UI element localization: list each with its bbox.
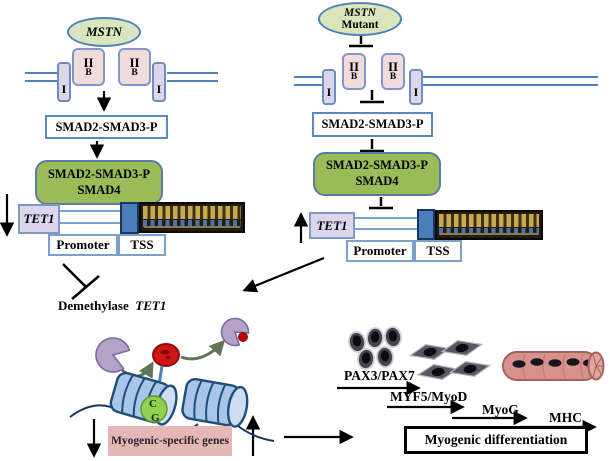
- tet1-gene-box: TET1: [309, 212, 355, 239]
- myotube-fiber-icon: [502, 351, 605, 381]
- receptor-subtype: B: [389, 72, 397, 83]
- receptor-subtype: B: [350, 72, 358, 83]
- myoblast-cells-icon: [408, 340, 492, 381]
- stage4-label: MHC: [549, 410, 582, 425]
- tss-block: [120, 202, 139, 234]
- smad-smad4-complex-box: SMAD2-SMAD3-P SMAD4: [35, 160, 163, 205]
- gel-band-row: [439, 214, 539, 227]
- tbar-smad-to-complex: [360, 139, 384, 153]
- receptor-subtype: B: [131, 67, 138, 78]
- methyl-group-icon: [152, 343, 180, 367]
- complex-line2: SMAD4: [77, 182, 121, 197]
- smad-complex-box: SMAD2-SMAD3-P: [312, 112, 433, 137]
- demethylase-enzyme-with-methyl-icon: [220, 317, 250, 347]
- receptor-subtype: B: [85, 67, 92, 78]
- gel-band-row: [143, 206, 241, 219]
- tss-block: [417, 209, 435, 240]
- type1-receptor-left: I: [322, 69, 336, 105]
- gel-baseline: [144, 226, 240, 228]
- type1-receptor-left: I: [57, 62, 71, 102]
- dna-gel-image: [139, 202, 245, 233]
- demethylase-title: Demethylase TET1: [58, 298, 166, 314]
- mstn-mutant-ligand: MSTN Mutant: [318, 2, 402, 36]
- promoter-label-box: Promoter: [48, 234, 118, 256]
- demethylase-gene: TET1: [135, 298, 167, 313]
- tss-label-box: TSS: [118, 234, 166, 256]
- stage3-label: MyoG: [482, 402, 519, 417]
- gel-band-row: [143, 220, 241, 227]
- tbar-receptor-to-smad: [360, 90, 384, 104]
- curved-arrow-methyl-to-enzyme: [180, 339, 226, 361]
- myogenic-differentiation-box: Myogenic differentiation: [404, 426, 588, 454]
- gel-baseline: [440, 233, 538, 235]
- tet1-gene-box: TET1: [18, 204, 60, 234]
- receptor-numeral: II: [129, 54, 140, 70]
- type2b-receptor-right: II B: [381, 53, 405, 90]
- demethylase-enzyme-icon: [95, 337, 131, 373]
- stage2-label: MYF5/MyoD: [390, 389, 468, 404]
- type2b-receptor-left: II B: [72, 48, 105, 86]
- methyl-mark: [165, 355, 171, 360]
- guanine-label: G: [151, 412, 160, 424]
- ligand-line2: Mutant: [341, 19, 379, 31]
- mstn-ligand: MSTN: [67, 17, 141, 47]
- receptor-numeral: II: [83, 54, 94, 70]
- demethylase-word: Demethylase: [58, 298, 129, 313]
- gel-band-row: [439, 228, 539, 235]
- promoter-dna-lines: [60, 210, 418, 230]
- receptor-numeral: II: [387, 59, 399, 75]
- receptor-numeral: II: [348, 59, 360, 75]
- myogenic-genes-box: Myogenic-specific genes: [108, 426, 232, 456]
- left-cell-membrane: [25, 72, 218, 82]
- complex-line2: SMAD4: [355, 174, 399, 188]
- tbar-complex-to-promoter: [369, 197, 393, 210]
- satellite-cells-icon: [348, 326, 402, 370]
- captured-methyl-icon: [238, 332, 248, 342]
- cell-stage-graphics: [348, 326, 605, 381]
- type1-receptor-right: I: [152, 62, 166, 102]
- complex-line1: SMAD2-SMAD3-P: [47, 166, 151, 181]
- demethylation-graphic: C G: [69, 317, 275, 442]
- complex-line1: SMAD2-SMAD3-P: [325, 158, 429, 173]
- type2b-receptor-left: II B: [342, 53, 366, 90]
- nucleosome-icon: [181, 377, 249, 428]
- stage1-label: PAX3/PAX7: [344, 368, 415, 383]
- tbar-left-panel-to-demethylase: [62, 263, 100, 300]
- cytosine-label: C: [149, 398, 157, 410]
- smad-complex-box: SMAD2-SMAD3-P: [45, 115, 168, 139]
- promoter-label-box: Promoter: [346, 240, 414, 262]
- type2b-receptor-right: II B: [118, 48, 151, 86]
- methyl-mark: [160, 349, 170, 355]
- ligand-line1: MSTN: [344, 6, 376, 19]
- arrow-right-panel-to-demethylase: [242, 256, 325, 293]
- smad-smad4-complex-box: SMAD2-SMAD3-P SMAD4: [313, 152, 441, 196]
- right-cell-membrane: [294, 76, 598, 86]
- cpg-site-icon: C G: [140, 395, 168, 424]
- type1-receptor-right: I: [409, 69, 423, 105]
- tss-label-box: TSS: [414, 240, 462, 262]
- dna-gel-image: [435, 210, 543, 240]
